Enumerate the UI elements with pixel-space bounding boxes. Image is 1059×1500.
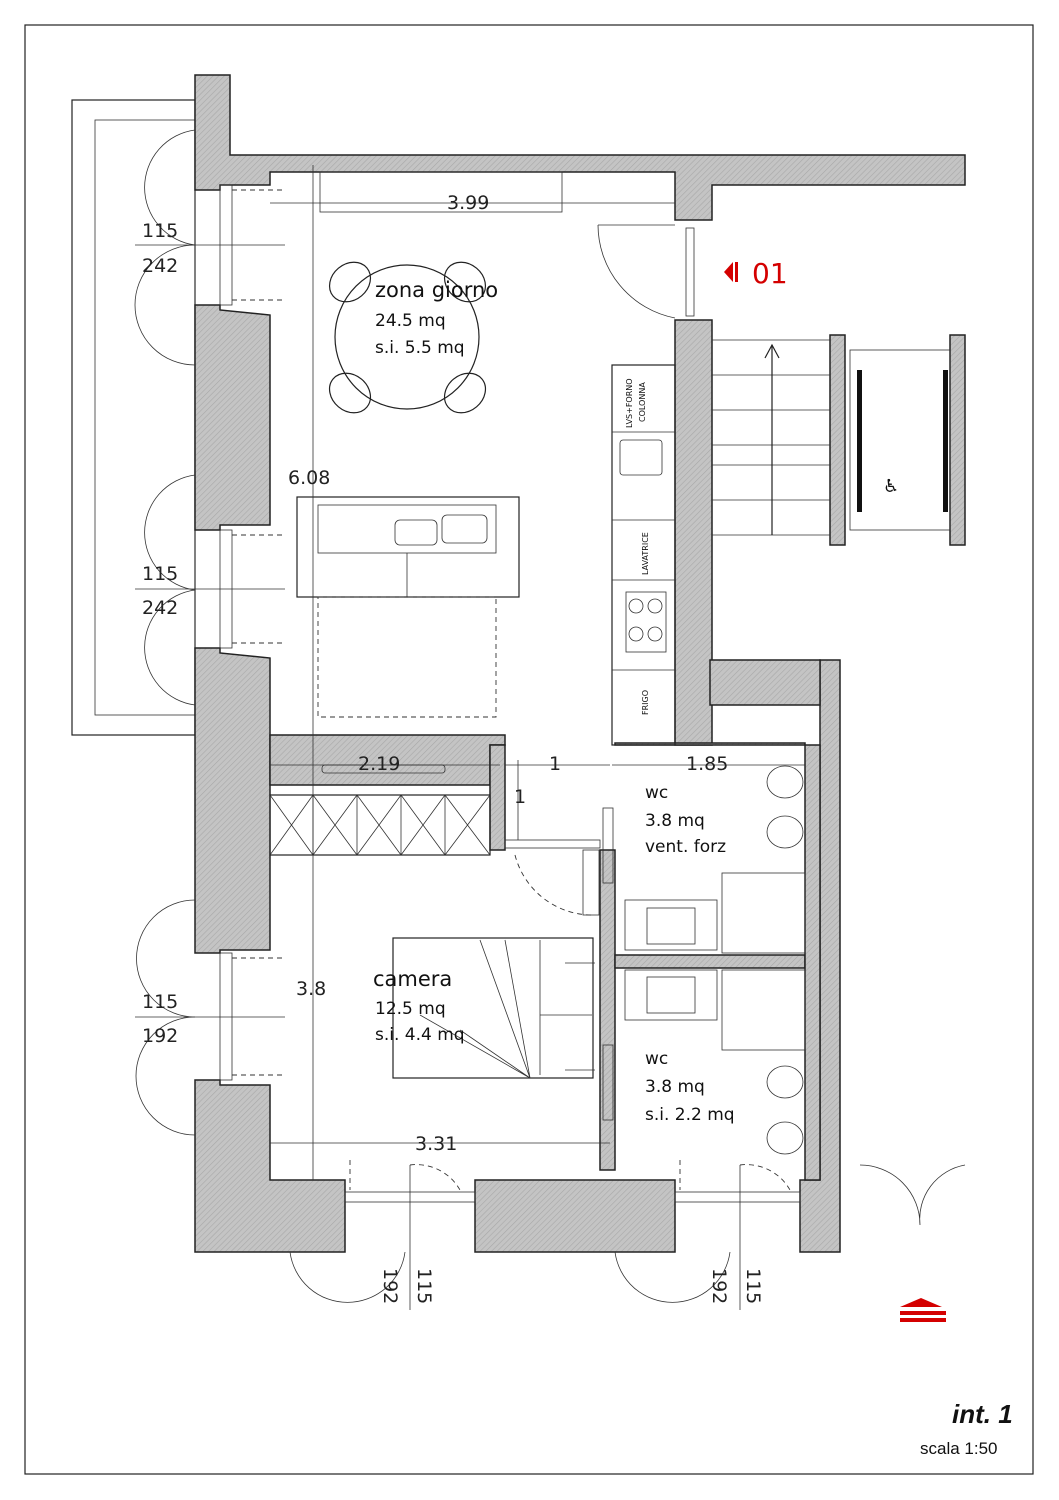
entry-arrow-icon [724, 262, 733, 282]
stairs [712, 339, 830, 536]
wardrobe [269, 794, 491, 856]
dimension-lines [270, 165, 805, 1180]
window-1-width: 242 [142, 255, 178, 277]
bedroom-door[interactable] [504, 839, 601, 916]
living-furniture [296, 171, 563, 774]
elevator: ♿ [849, 349, 951, 531]
bathroom-fixtures [602, 765, 806, 1155]
dim-hall-width: 2.19 [358, 753, 400, 775]
dim-living-width: 3.99 [447, 192, 489, 214]
sofa [296, 496, 520, 598]
window-1-height: 115 [142, 220, 178, 242]
washer-label: LAVATRICE [641, 532, 650, 575]
bed [392, 937, 595, 1079]
entry-marker: 01 [724, 257, 788, 290]
walls [194, 74, 966, 1253]
entry-number: 01 [752, 257, 788, 290]
room-wc1-name: wc [645, 783, 668, 803]
balcony [71, 99, 196, 736]
room-wc1-area: 3.8 mq [645, 811, 705, 831]
entry-door[interactable] [597, 224, 695, 319]
cooktop-icon [625, 591, 667, 653]
window-5-height: 115 [742, 1268, 764, 1304]
sink-icon [619, 439, 663, 476]
room-bedroom-name: camera [373, 967, 452, 991]
rug [317, 596, 497, 718]
window-4-width: 192 [379, 1268, 401, 1304]
north-arrow-icon [900, 1298, 946, 1322]
room-bedroom-area: 12.5 mq [375, 999, 446, 1019]
plan-title: int. 1 [952, 1399, 1013, 1429]
kitchen-column-label: LVS+FORNO [625, 378, 634, 428]
room-living-area: 24.5 mq [375, 311, 446, 331]
dim-bedroom-width: 3.31 [415, 1133, 457, 1155]
dim-corridor-2: 1 [514, 786, 526, 808]
room-wc2-name: wc [645, 1049, 668, 1069]
room-wc2-si: s.i. 2.2 mq [645, 1105, 735, 1125]
room-bedroom-si: s.i. 4.4 mq [375, 1025, 465, 1045]
room-wc2-area: 3.8 mq [645, 1077, 705, 1097]
room-wc1-note: vent. forz [645, 837, 726, 857]
wheelchair-icon: ♿ [883, 476, 899, 497]
plan-scale: scala 1:50 [920, 1439, 998, 1458]
dim-bedroom-depth: 3.8 [296, 978, 326, 1000]
dim-corridor-1: 1 [549, 753, 561, 775]
dim-living-depth: 6.08 [288, 467, 330, 489]
window-3-width: 192 [142, 1025, 178, 1047]
window-5-width: 192 [708, 1268, 730, 1304]
window-4-height: 115 [413, 1268, 435, 1304]
window-2-width: 242 [142, 597, 178, 619]
dining-table [334, 264, 480, 410]
dim-wc-width: 1.85 [686, 753, 728, 775]
fridge-label: FRIGO [641, 690, 650, 715]
room-living-name: zona giorno [375, 278, 498, 302]
page-border [24, 24, 1034, 1475]
window-2-height: 115 [142, 563, 178, 585]
kitchen-column-label-2: COLONNA [638, 382, 647, 422]
room-living-si: s.i. 5.5 mq [375, 338, 465, 358]
window-3-height: 115 [142, 991, 178, 1013]
window-labels: 115 242 115 242 115 192 192 115 192 115 [135, 220, 764, 1310]
kitchen-counter: LVS+FORNO COLONNA LAVATRICE FRIGO [611, 364, 676, 746]
tv-unit [319, 171, 563, 213]
